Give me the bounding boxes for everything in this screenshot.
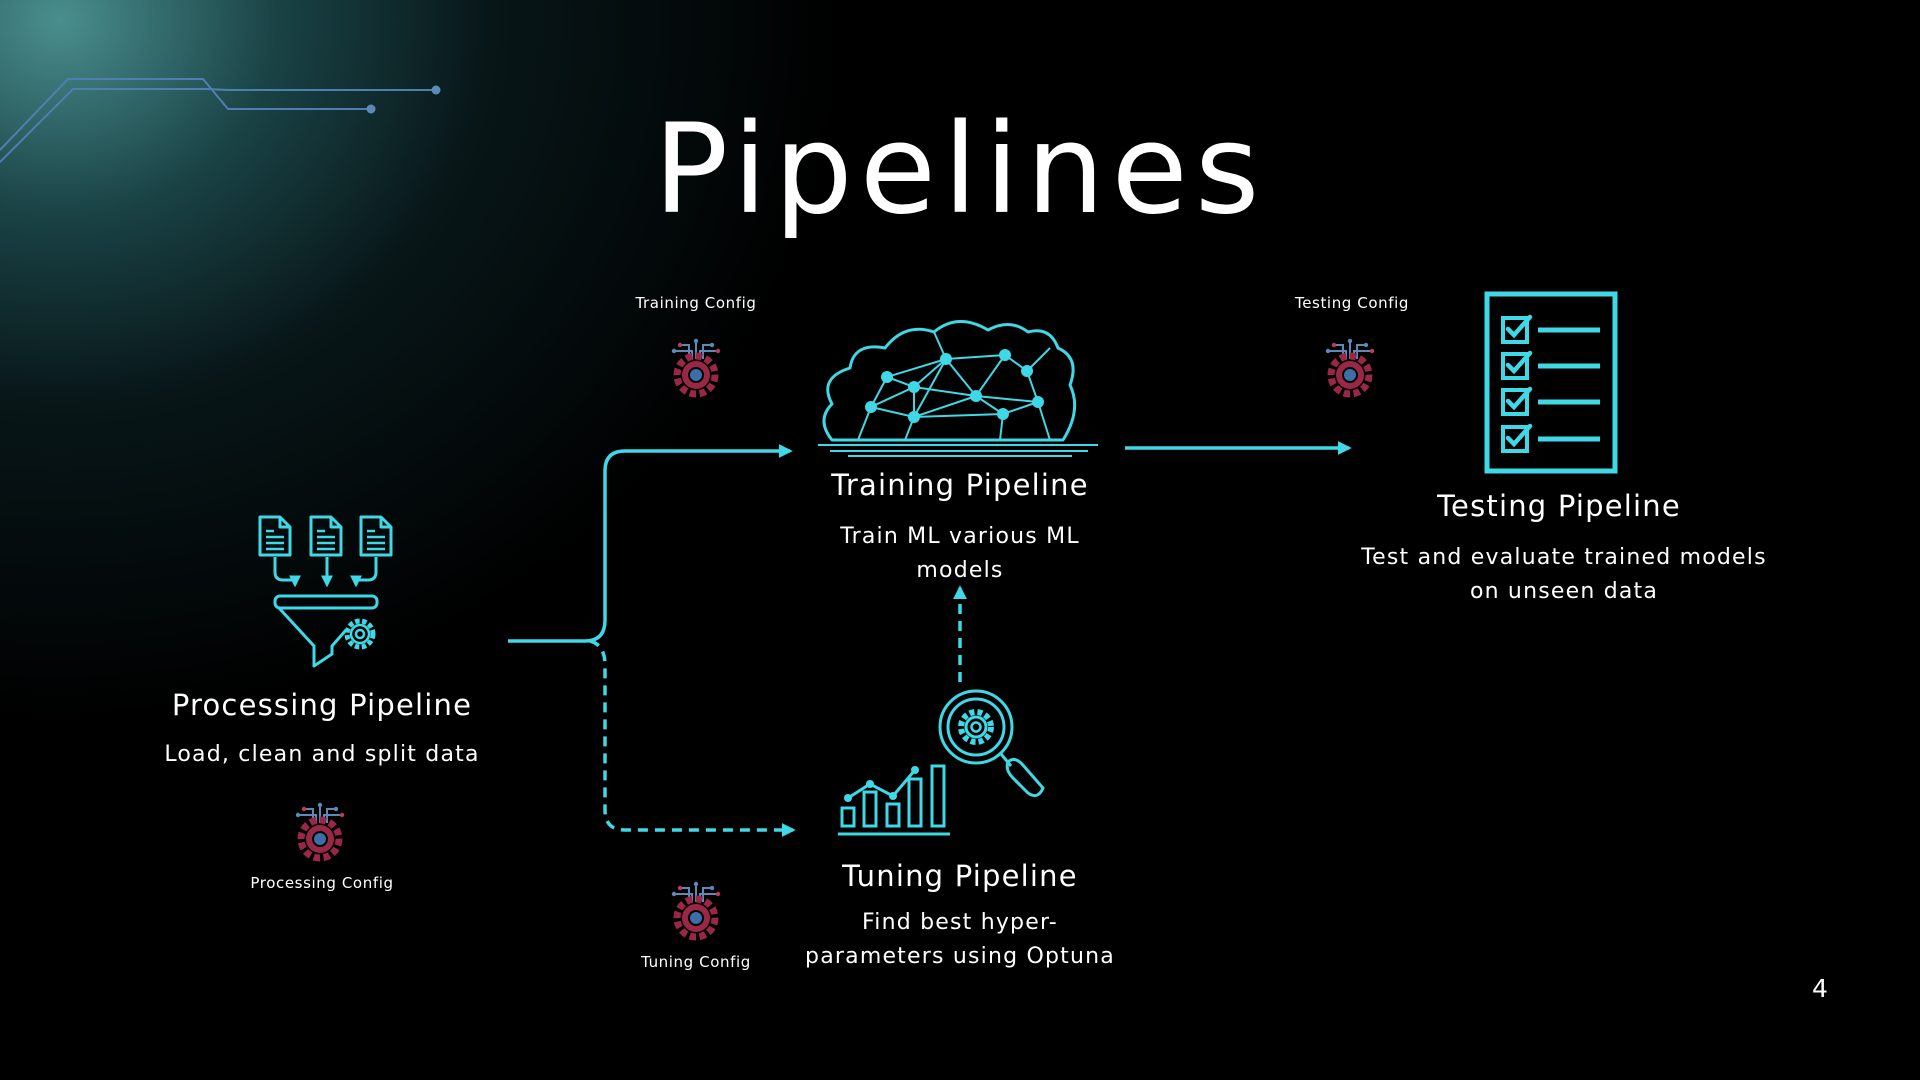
tuning-pipeline-name: Tuning Pipeline [842,859,1078,893]
training-pipeline-name: Training Pipeline [831,468,1089,502]
checklist-icon [1484,291,1618,474]
training-config-gear-icon [672,339,720,394]
testing-config-gear-icon [1326,339,1374,394]
corner-circuit-lines [0,78,441,163]
training-pipeline-description-line1: Train ML various ML [840,524,1080,549]
funnel-documents-icon [258,515,393,668]
testing-pipeline-description-line2: on unseen data [1469,579,1659,604]
chart-magnifier-gear-icon [838,689,1045,836]
arrow-processing-to-training [508,444,793,643]
training-pipeline-description-line2: models [916,558,1004,583]
training-config-label: Training Config [635,294,757,312]
processing-config-gear-icon [296,803,344,858]
processing-config-label: Processing Config [250,874,394,892]
brain-cloud-network-icon [818,320,1098,457]
testing-pipeline-description-line1: Test and evaluate trained models [1361,545,1767,570]
arrow-processing-to-tuning [589,639,796,837]
tuning-pipeline-description-line1: Find best hyper- [862,910,1058,935]
tuning-config-gear-icon [672,882,720,937]
processing-pipeline-description: Load, clean and split data [164,742,480,767]
page-number: 4 [1812,974,1828,1003]
tuning-config-label: Tuning Config [641,953,751,971]
page-title: Pipelines [653,98,1267,242]
flow-connectors [508,441,1352,837]
processing-pipeline-name: Processing Pipeline [171,688,473,722]
testing-pipeline-name: Testing Pipeline [1437,489,1681,523]
testing-config-label: Testing Config [1294,294,1410,312]
tuning-pipeline-description-line2: parameters using Optuna [805,944,1115,969]
